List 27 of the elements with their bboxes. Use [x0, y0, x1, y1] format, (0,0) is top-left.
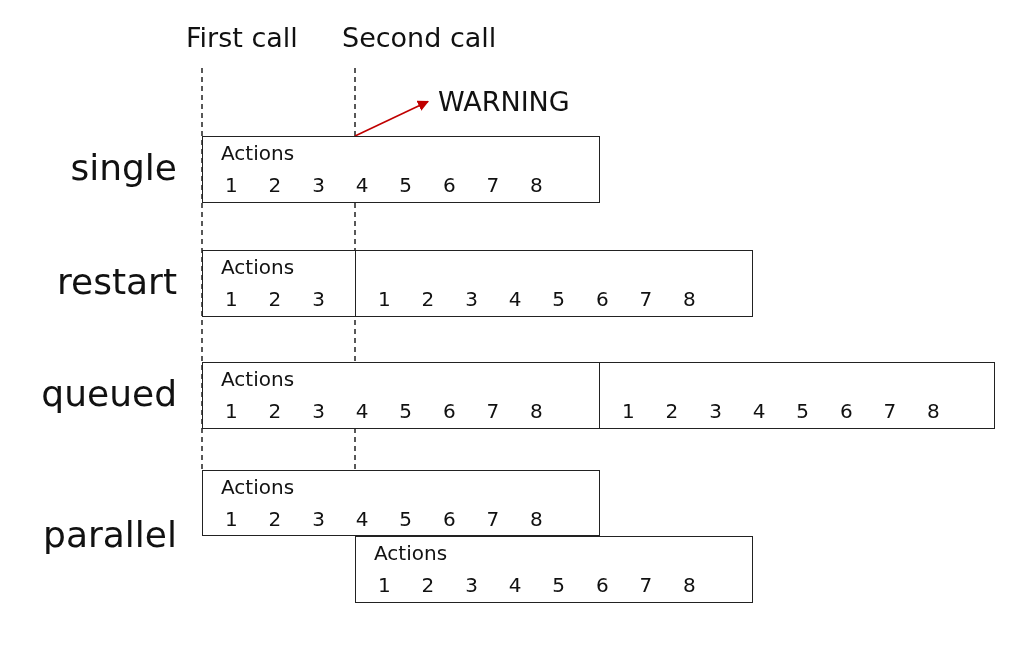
bar-heading: Actions	[221, 141, 295, 165]
warning-label: WARNING	[438, 86, 570, 117]
row-label: queued	[41, 373, 177, 414]
action-numbers: 1 2 3 4 5 6 7 8	[378, 573, 696, 597]
timeline-bar	[355, 536, 753, 603]
timeline-bar	[202, 250, 356, 317]
action-numbers: 1 2 3 4 5 6 7 8	[622, 399, 940, 423]
timeline-bar	[355, 250, 753, 317]
timeline-bar	[202, 362, 600, 429]
arrow	[354, 100, 429, 137]
bar-heading: Actions	[374, 541, 448, 565]
action-numbers: 1 2 3 4 5 6 7 8	[378, 287, 696, 311]
row-label: single	[70, 147, 177, 188]
action-numbers: 1 2 3 4 5 6 7 8	[225, 507, 543, 531]
bar-heading: Actions	[221, 367, 295, 391]
column-heading: First call	[186, 22, 298, 53]
row-label: parallel	[43, 514, 177, 555]
column-heading: Second call	[342, 22, 497, 53]
bar-heading: Actions	[221, 255, 295, 279]
timeline-bar	[202, 136, 600, 203]
timeline-bar	[599, 362, 995, 429]
row-label: restart	[57, 261, 177, 302]
action-numbers: 1 2 3 4 5 6 7 8	[225, 399, 543, 423]
action-numbers: 1 2 3	[225, 287, 325, 311]
timeline-bar	[202, 470, 600, 536]
action-numbers: 1 2 3 4 5 6 7 8	[225, 173, 543, 197]
bar-heading: Actions	[221, 475, 295, 499]
